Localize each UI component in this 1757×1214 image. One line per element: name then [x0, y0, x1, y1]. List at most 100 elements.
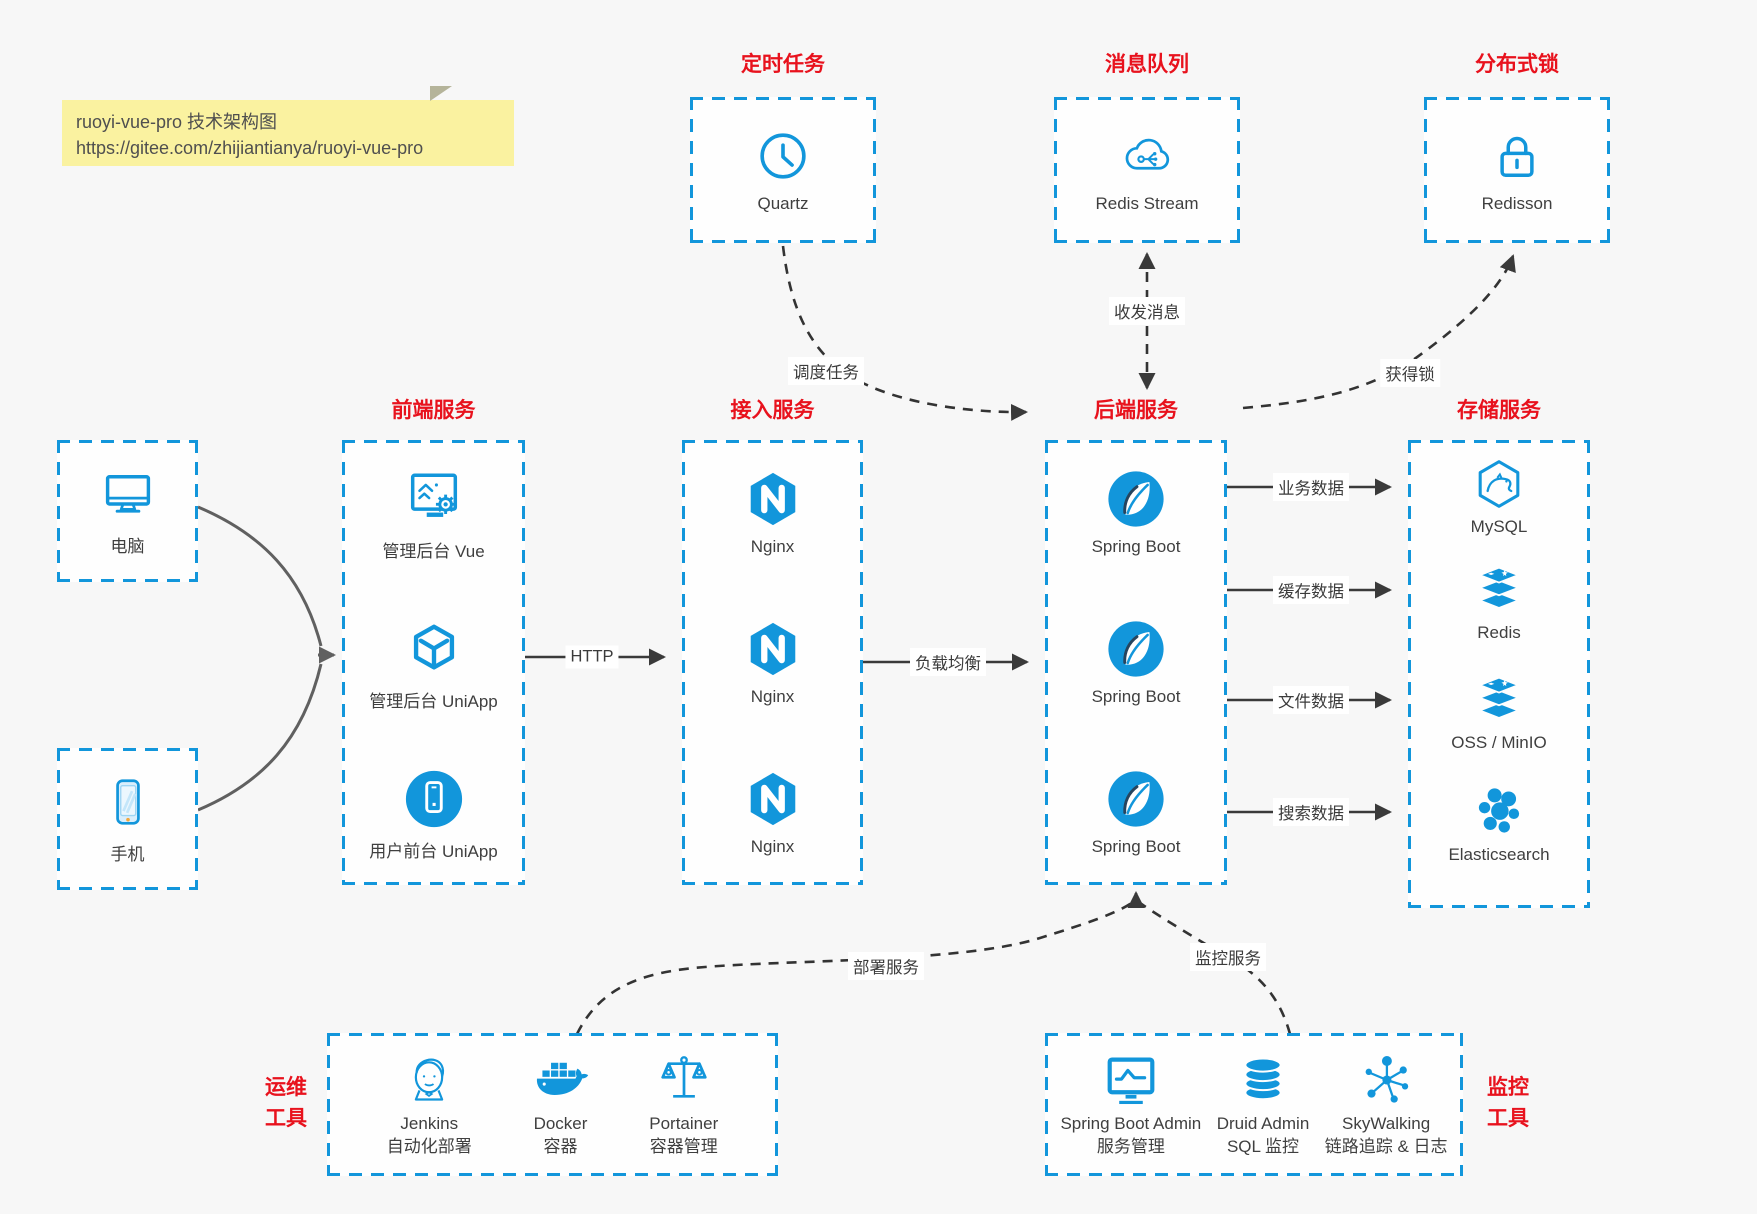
group-ops-tools: Jenkins 自动化部署 Docker 容器: [327, 1033, 778, 1176]
edge-label-cache-data: 缓存数据: [1273, 576, 1349, 604]
node-spring-boot-admin: Spring Boot Admin 服务管理: [1060, 1051, 1201, 1158]
node-nginx-2: Nginx: [682, 618, 863, 707]
group-storage: MySQL Redis OSS / MinIO: [1408, 440, 1590, 908]
group-title-backend: 后端服务: [1094, 399, 1178, 422]
group-frontend: 管理后台 Vue 管理后台 UniApp 用户前台 UniApp: [342, 440, 525, 885]
portainer-icon: [661, 1056, 707, 1098]
docker-icon: [536, 1062, 588, 1095]
group-title-frontend: 前端服务: [391, 399, 476, 422]
tool-label: Portainer 容器管理: [649, 1112, 718, 1158]
monitoring-title-line2: 工具: [1487, 1107, 1529, 1130]
node-label: Quartz: [757, 193, 809, 213]
node-label: MySQL: [1470, 517, 1528, 536]
admin-vue-icon: [410, 473, 457, 517]
spring-boot-icon: [1108, 771, 1164, 827]
group-title-scheduled-jobs: 定时任务: [741, 53, 825, 76]
mysql-icon: [1478, 460, 1520, 508]
spring-boot-admin-icon: [1107, 1057, 1155, 1105]
tool-label: Jenkins 自动化部署: [387, 1112, 472, 1158]
node-label: 手机: [110, 845, 145, 864]
nginx-icon: [750, 622, 795, 676]
node-docker: Docker 容器: [532, 1051, 590, 1158]
spring-boot-icon: [1108, 471, 1164, 527]
node-computer: 电脑: [57, 440, 198, 582]
node-druid: Druid Admin SQL 监控: [1217, 1051, 1310, 1158]
group-title-ops-tools: 运维 工具: [250, 1072, 322, 1134]
edge-label-deploy: 部署服务: [848, 952, 924, 980]
edge-label-lock: 获得锁: [1380, 359, 1440, 387]
tool-label: Druid Admin SQL 监控: [1217, 1112, 1310, 1158]
skywalking-icon: [1365, 1055, 1409, 1103]
tool-subtitle: 链路追踪 & 日志: [1324, 1137, 1448, 1156]
edge-label-file-data: 文件数据: [1273, 686, 1349, 714]
group-title-distributed-lock: 分布式锁: [1475, 53, 1559, 76]
elasticsearch-icon: [1478, 788, 1520, 833]
tool-name: Spring Boot Admin: [1060, 1114, 1202, 1133]
client-merge-arrows: [197, 505, 336, 812]
redis-stack-icon: [1477, 566, 1521, 609]
node-skywalking: SkyWalking 链路追踪 & 日志: [1325, 1051, 1448, 1158]
edge-label-monitor: 监控服务: [1190, 943, 1266, 971]
nginx-icon: [750, 772, 795, 826]
clock-icon: [760, 132, 806, 179]
node-label: Nginx: [750, 837, 795, 856]
node-admin-uniapp: 管理后台 UniApp: [342, 618, 525, 712]
tool-label: Spring Boot Admin 服务管理: [1060, 1112, 1201, 1158]
node-redisson: Redisson: [1424, 97, 1610, 243]
node-label: 管理后台 Vue: [382, 542, 485, 561]
tool-label: Docker 容器: [534, 1112, 588, 1158]
group-title-gateway: 接入服务: [730, 399, 815, 422]
nginx-icon: [750, 472, 795, 526]
tool-label: SkyWalking 链路追踪 & 日志: [1325, 1112, 1448, 1158]
group-backend: Spring Boot Spring Boot Spring Boot: [1045, 440, 1227, 885]
computer-icon: [105, 475, 150, 513]
tool-subtitle: 容器: [543, 1137, 578, 1156]
group-title-message-queue: 消息队列: [1105, 53, 1189, 76]
group-title-storage: 存储服务: [1457, 399, 1541, 422]
ops-title-line2: 工具: [265, 1107, 307, 1130]
jenkins-icon: [415, 1058, 445, 1101]
node-phone: 手机: [57, 748, 198, 890]
storage-stack-icon: [1477, 676, 1521, 719]
node-quartz: Quartz: [690, 97, 876, 243]
edge-label-search-data: 搜索数据: [1273, 798, 1349, 826]
node-label: Redis: [1477, 623, 1521, 642]
tool-name: Docker: [533, 1114, 588, 1133]
node-oss-minio: OSS / MinIO: [1408, 672, 1590, 753]
tool-name: Druid Admin: [1216, 1114, 1310, 1133]
group-gateway: Nginx Nginx Nginx: [682, 440, 863, 885]
node-spring-boot-3: Spring Boot: [1045, 768, 1227, 857]
monitoring-title-line1: 监控: [1487, 1076, 1529, 1099]
tool-subtitle: SQL 监控: [1226, 1137, 1300, 1156]
note-fold-decoration: [430, 86, 452, 101]
edge-label-load-balance: 负载均衡: [910, 648, 986, 676]
group-monitoring-tools: Spring Boot Admin 服务管理 Druid Admin SQL 监…: [1045, 1033, 1463, 1176]
tool-name: Jenkins: [400, 1114, 459, 1133]
node-label: 电脑: [110, 537, 145, 556]
user-uniapp-icon: [405, 770, 462, 828]
node-admin-vue: 管理后台 Vue: [342, 468, 525, 562]
group-title-monitoring-tools: 监控 工具: [1472, 1072, 1544, 1134]
edge-label-http: HTTP: [565, 645, 619, 669]
schedule-arrow: [781, 245, 1028, 421]
tool-subtitle: 服务管理: [1096, 1137, 1165, 1156]
node-nginx-3: Nginx: [682, 768, 863, 857]
note-url: https://gitee.com/zhijiantianya/ruoyi-vu…: [76, 138, 424, 158]
edge-label-business-data: 业务数据: [1273, 473, 1349, 501]
node-portainer: Portainer 容器管理: [649, 1051, 718, 1158]
edge-label-message: 收发消息: [1109, 297, 1185, 325]
node-label: OSS / MinIO: [1451, 733, 1547, 752]
node-label: 用户前台 UniApp: [369, 842, 498, 861]
edge-label-schedule: 调度任务: [788, 357, 864, 385]
node-nginx-1: Nginx: [682, 468, 863, 557]
node-label: Spring Boot: [1091, 837, 1181, 856]
tool-subtitle: 自动化部署: [386, 1137, 472, 1156]
node-label: Redis Stream: [1095, 193, 1199, 213]
tool-subtitle: 容器管理: [649, 1137, 718, 1156]
node-jenkins: Jenkins 自动化部署: [387, 1051, 472, 1158]
phone-icon: [115, 779, 140, 825]
node-label: Nginx: [750, 537, 795, 556]
tool-name: SkyWalking: [1342, 1114, 1431, 1133]
lock-arrow: [1242, 254, 1516, 410]
